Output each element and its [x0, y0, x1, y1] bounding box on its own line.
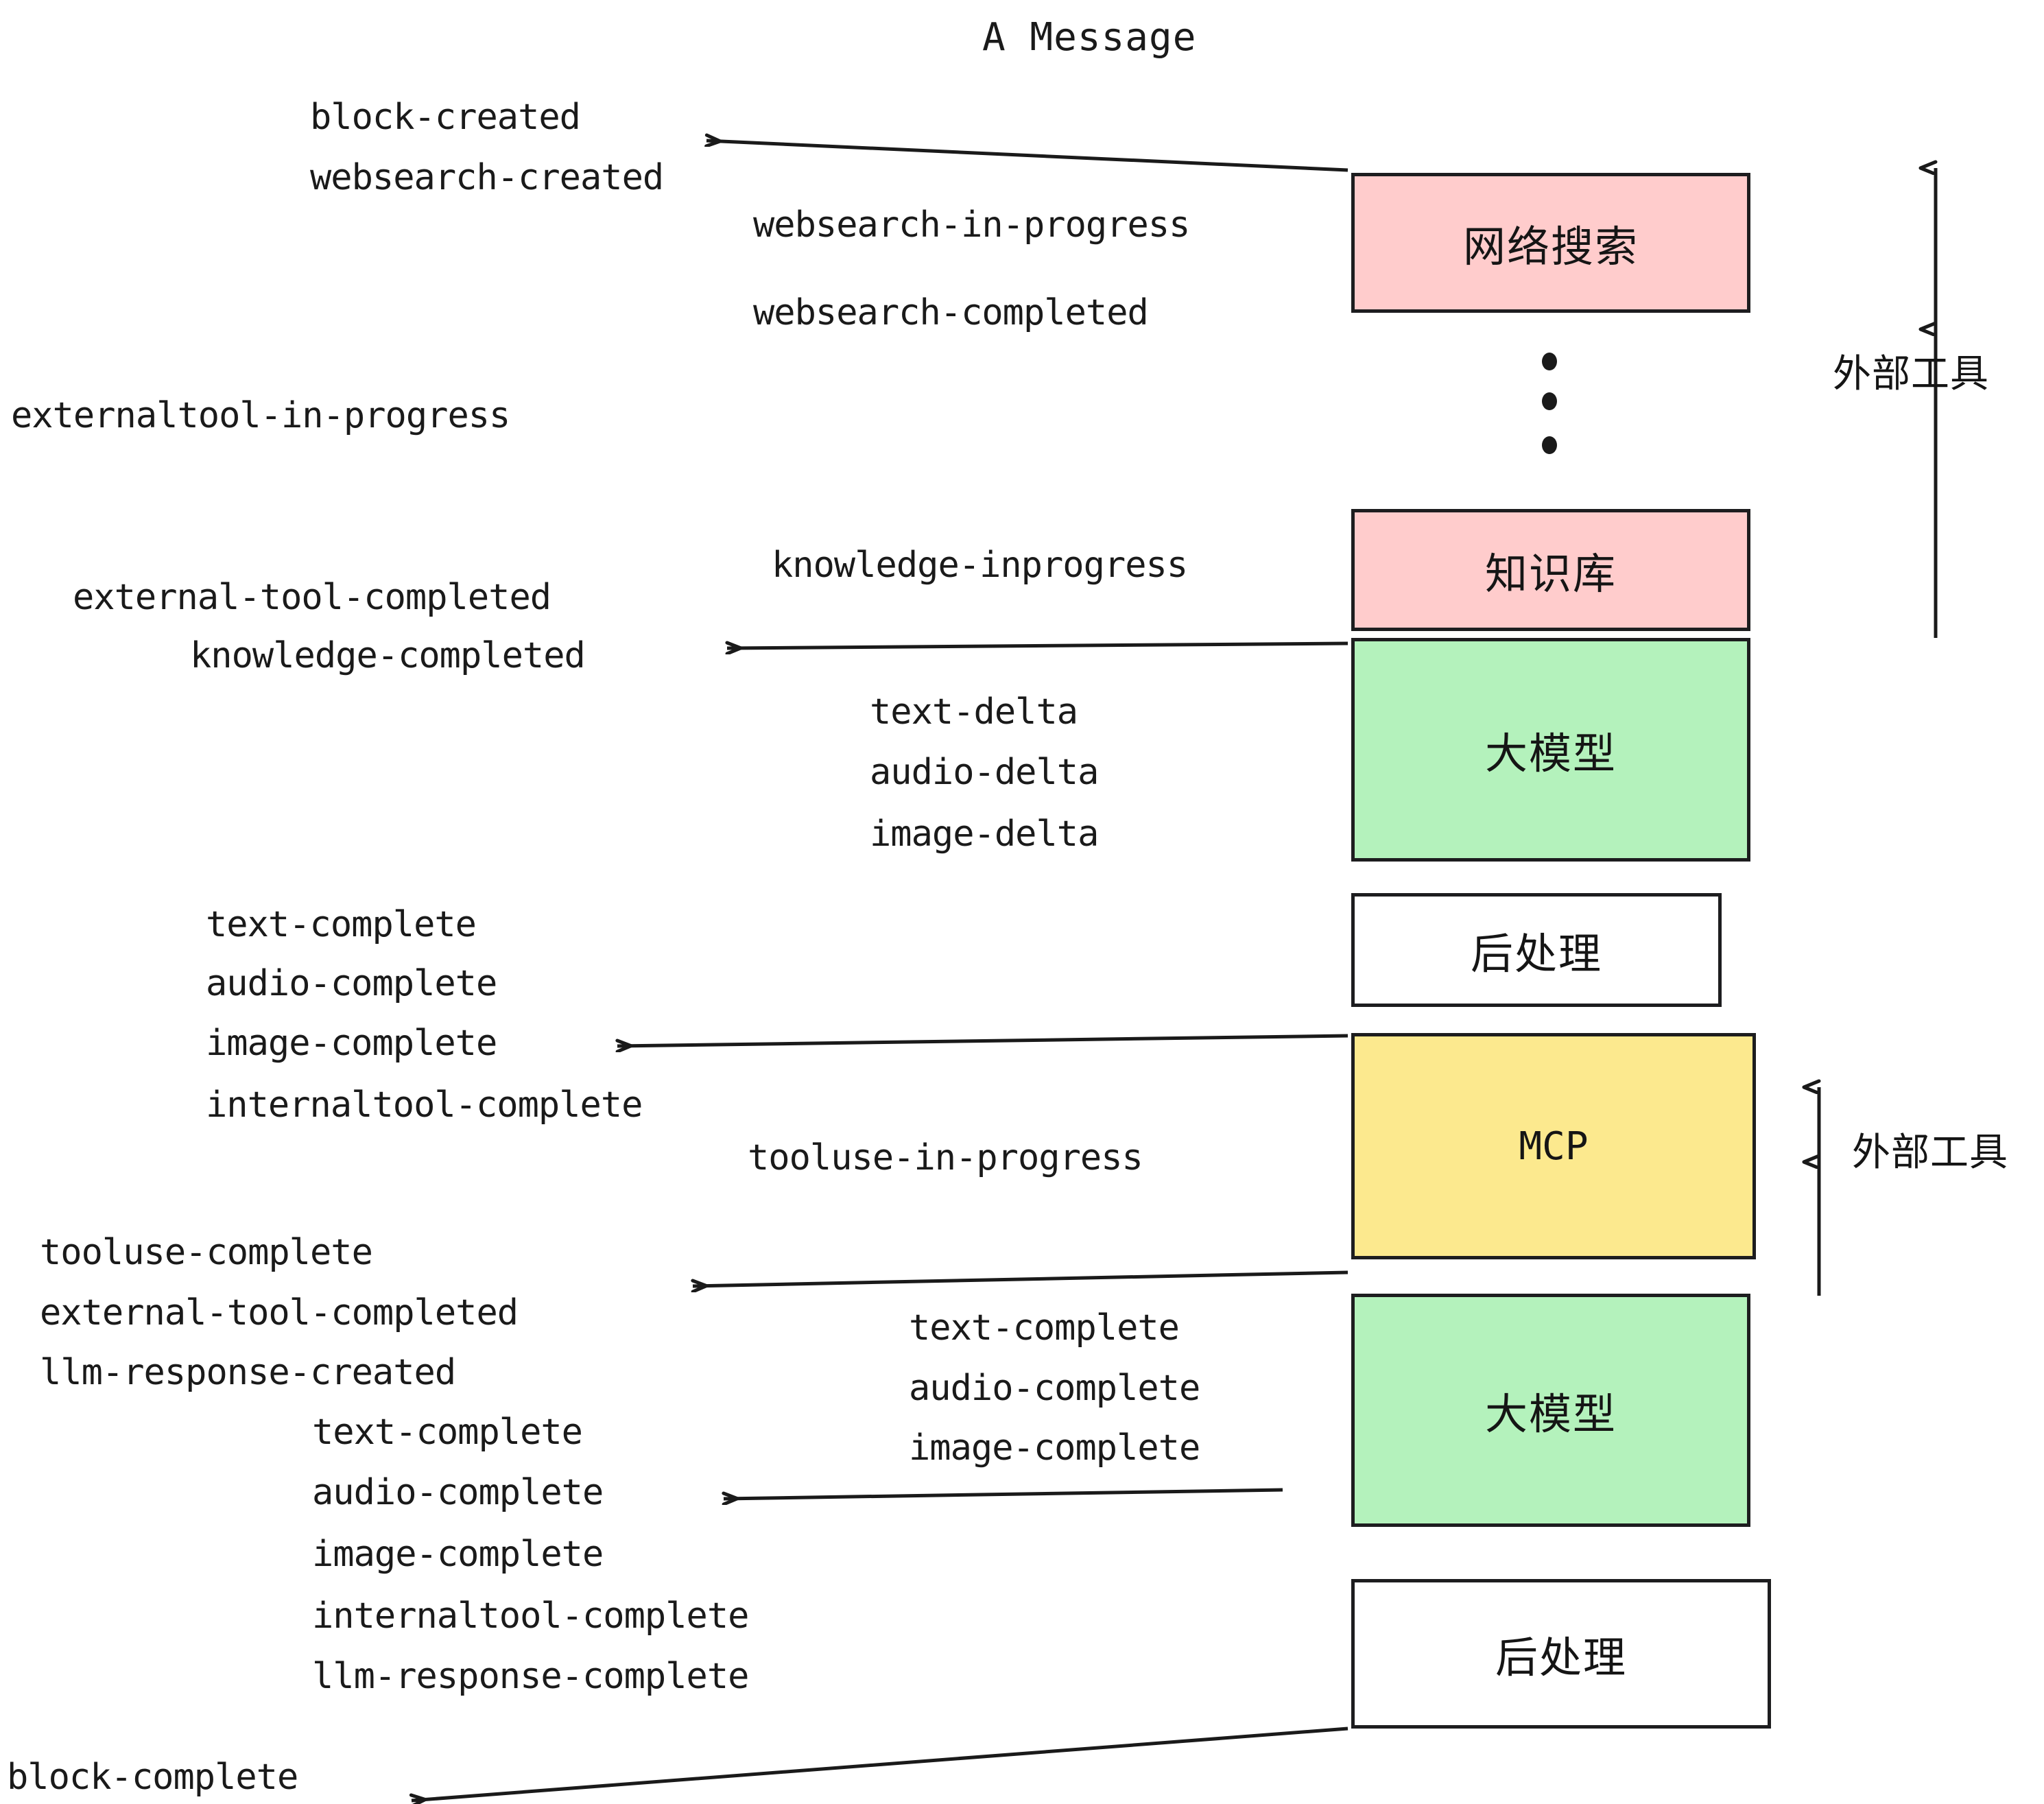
- event-audio-complete-2: audio-complete: [312, 1472, 604, 1513]
- node-label: 后处理: [1495, 1633, 1627, 1683]
- event-knowledge-completed: knowledge-completed: [190, 635, 586, 676]
- event-block-complete: block-complete: [7, 1757, 298, 1798]
- event-audio-delta-1: audio-delta: [870, 752, 1099, 793]
- event-audio-delta-2: audio-complete: [909, 1368, 1200, 1409]
- event-websearch-in-progress: websearch-in-progress: [753, 204, 1190, 246]
- node-label: MCP: [1519, 1124, 1589, 1169]
- event-websearch-completed: websearch-completed: [753, 292, 1149, 333]
- node-label: 后处理: [1470, 929, 1602, 979]
- event-audio-complete-1: audio-complete: [206, 963, 497, 1004]
- event-image-complete-1: image-complete: [206, 1023, 497, 1064]
- arrow-llm2-to-left: [724, 1488, 1283, 1499]
- event-websearch-created: websearch-created: [310, 157, 664, 198]
- event-text-complete-2: text-complete: [312, 1412, 583, 1453]
- node-web-search[interactable]: 网络搜索: [1351, 173, 1750, 313]
- event-image-delta-2: image-complete: [909, 1427, 1200, 1469]
- ellipsis-dot: [1542, 392, 1557, 410]
- arrow-final-to-left: [412, 1726, 1348, 1801]
- node-label: 大模型: [1484, 1389, 1617, 1439]
- event-externaltool-in-progress: externaltool-in-progress: [11, 395, 510, 436]
- arrow-mcp-to-left: [693, 1270, 1348, 1286]
- ellipsis-dot: [1542, 353, 1557, 370]
- label-external-tools-2: 外部工具: [1852, 1130, 2008, 1175]
- arrow-websearch-to-left: [706, 141, 1348, 172]
- node-knowledge-base[interactable]: 知识库: [1351, 509, 1750, 631]
- node-postprocess-2[interactable]: 后处理: [1351, 1579, 1771, 1729]
- node-mcp[interactable]: MCP: [1351, 1033, 1756, 1259]
- event-llm-response-created: llm-response-created: [40, 1352, 456, 1393]
- page-title: A Message: [982, 15, 1197, 60]
- event-tooluse-complete: tooluse-complete: [40, 1232, 373, 1273]
- node-llm-1[interactable]: 大模型: [1351, 638, 1750, 862]
- node-label: 大模型: [1484, 728, 1617, 779]
- event-knowledge-inprogress: knowledge-inprogress: [772, 545, 1188, 586]
- arrow-postprocess-to-left: [617, 1034, 1348, 1046]
- event-block-created: block-created: [310, 97, 581, 138]
- event-external-tool-completed-2: external-tool-completed: [40, 1292, 519, 1333]
- arrow-knowledge-to-left: [727, 643, 1348, 648]
- event-internaltool-complete-2: internaltool-complete: [312, 1595, 749, 1637]
- event-text-delta-1: text-delta: [870, 691, 1078, 733]
- label-external-tools-1: 外部工具: [1833, 352, 1989, 396]
- event-tooluse-in-progress: tooluse-in-progress: [748, 1137, 1143, 1178]
- event-llm-response-complete: llm-response-complete: [312, 1656, 749, 1697]
- event-image-delta-1: image-delta: [870, 814, 1099, 855]
- node-llm-2[interactable]: 大模型: [1351, 1294, 1750, 1527]
- node-label: 知识库: [1484, 549, 1617, 599]
- event-text-complete-1: text-complete: [206, 904, 477, 945]
- node-label: 网络搜索: [1462, 222, 1639, 272]
- event-image-complete-2: image-complete: [312, 1534, 604, 1575]
- event-text-delta-2: text-complete: [909, 1307, 1180, 1349]
- node-postprocess-1[interactable]: 后处理: [1351, 893, 1722, 1007]
- event-internaltool-complete-1: internaltool-complete: [206, 1084, 643, 1126]
- event-external-tool-completed-1: external-tool-completed: [73, 577, 551, 618]
- ellipsis-dot: [1542, 436, 1557, 454]
